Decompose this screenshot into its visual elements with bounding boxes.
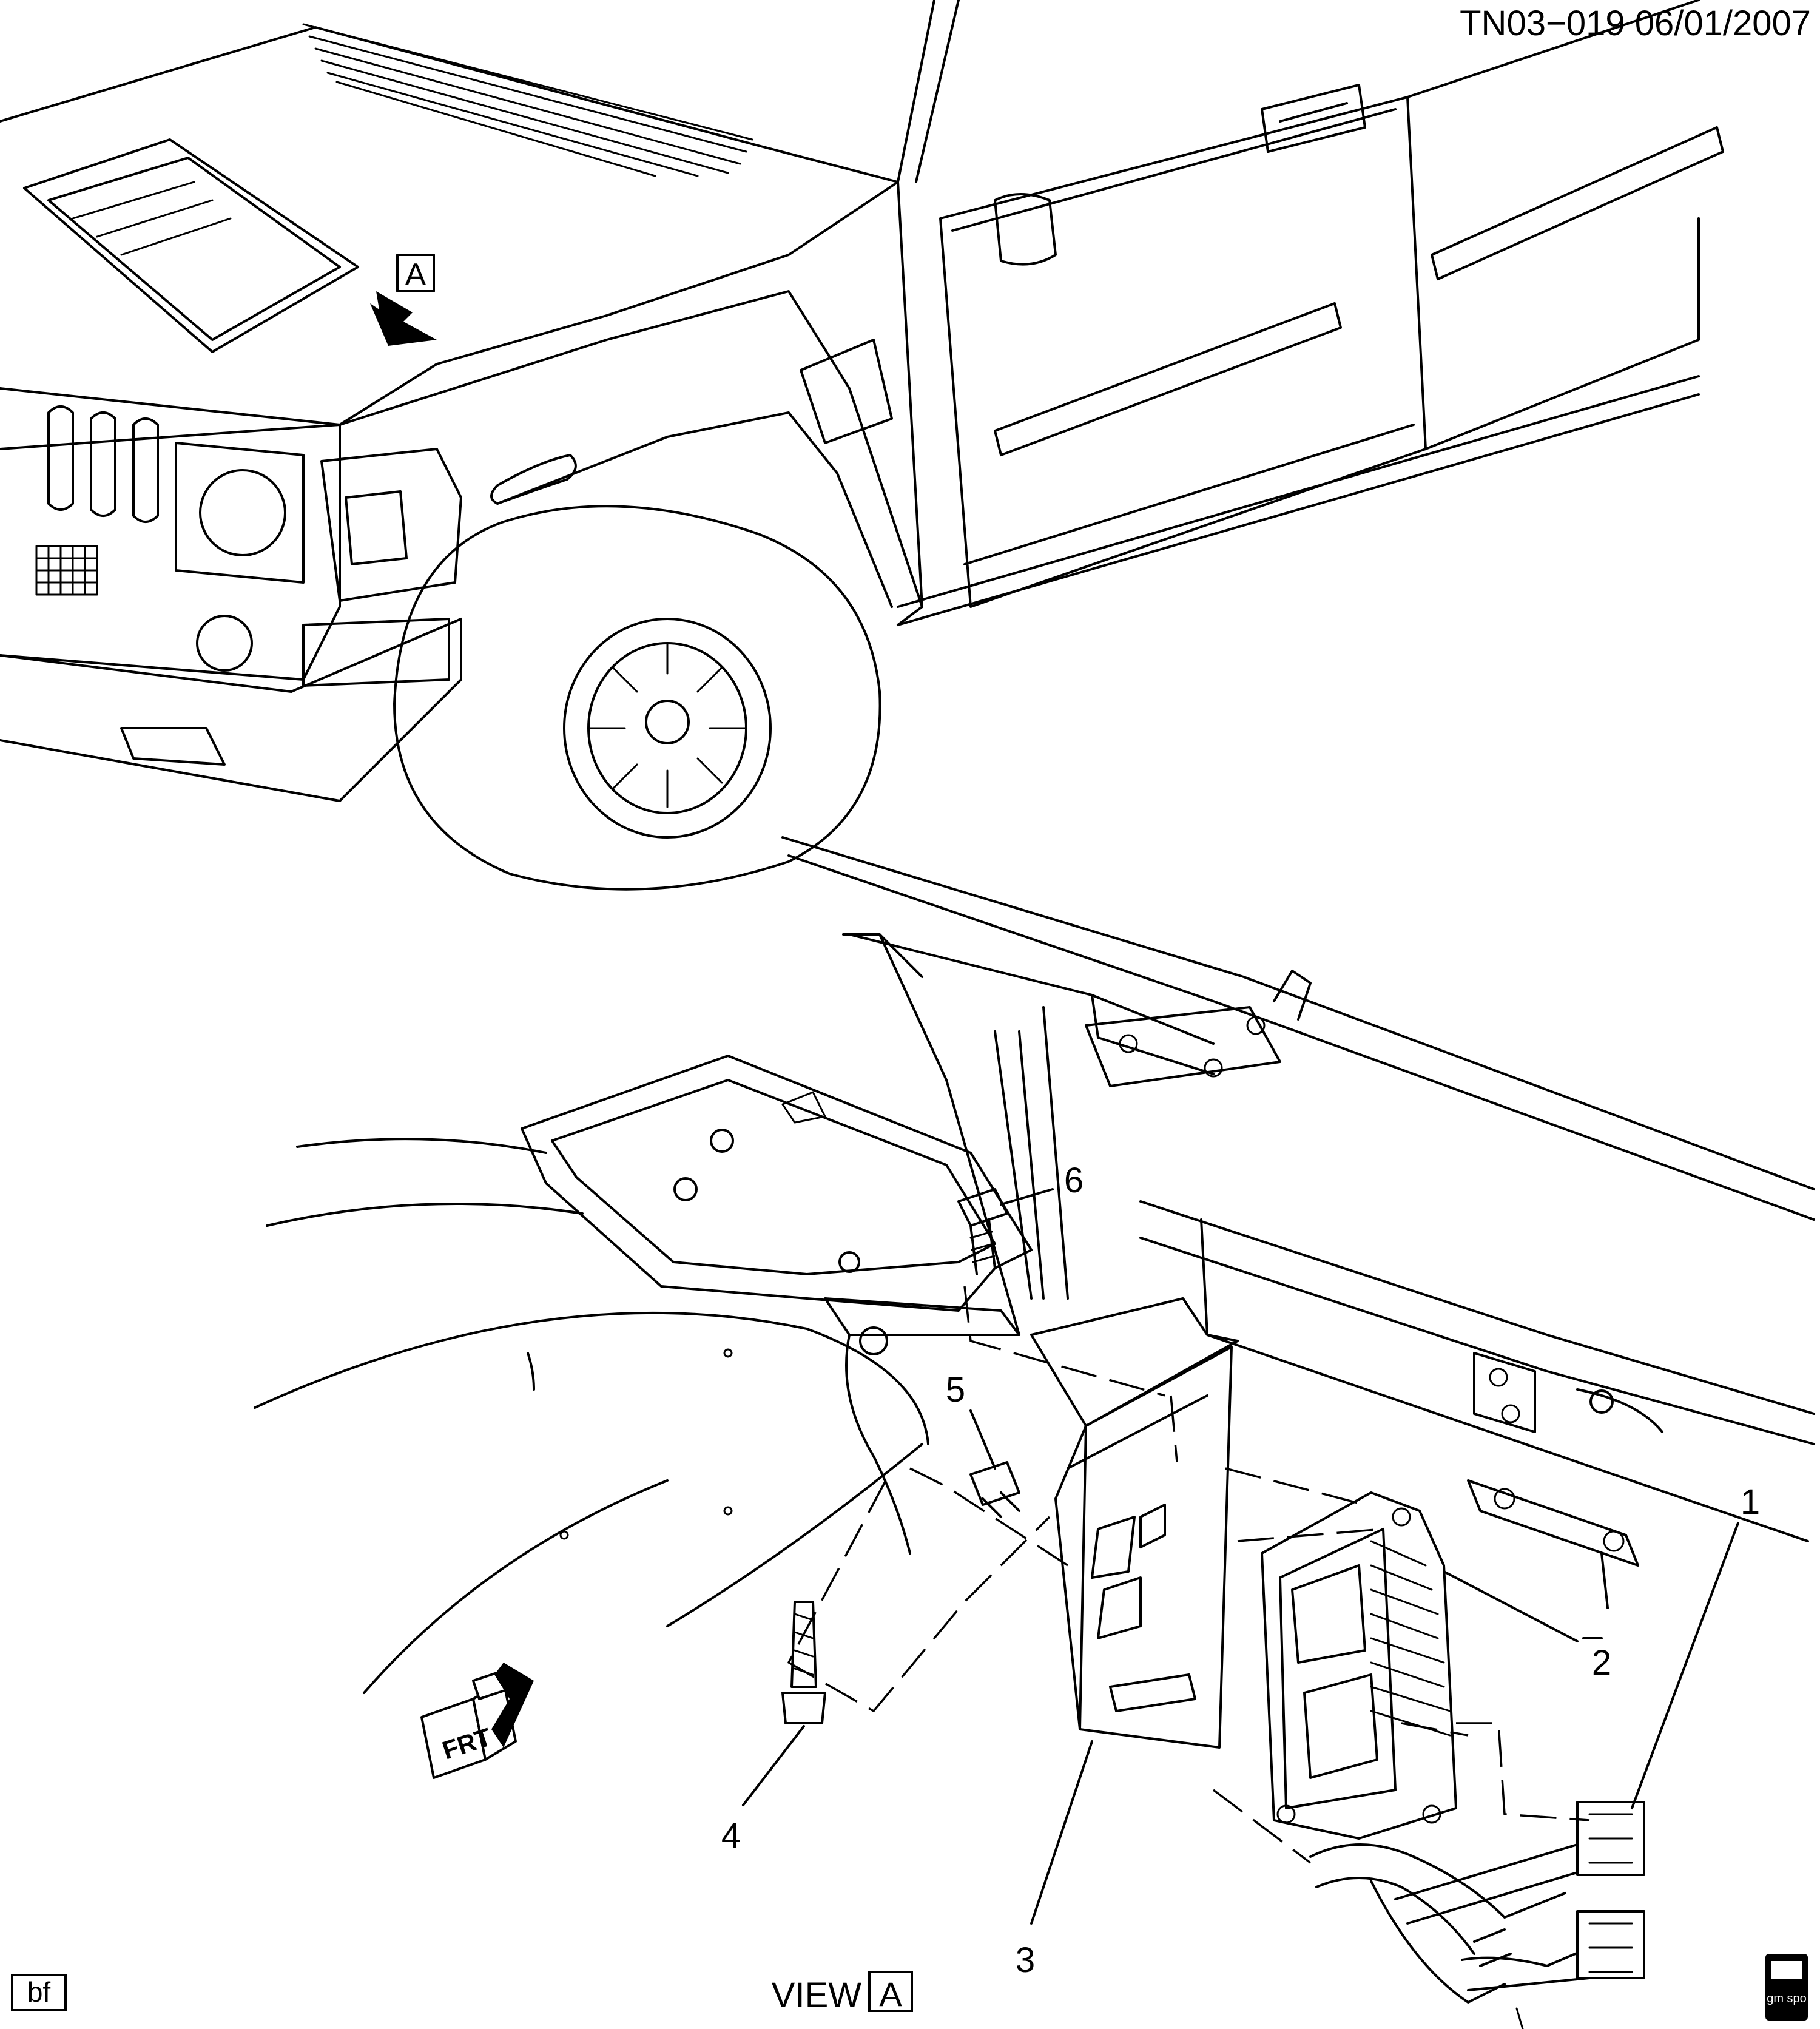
door-handle bbox=[1261, 84, 1366, 153]
ecm-mounting-bracket bbox=[1030, 1297, 1239, 1749]
gm-spo-logo: gm spo bbox=[1765, 1954, 1808, 2021]
callout-label-3: 3 bbox=[1016, 1940, 1035, 1980]
cowl-hatching bbox=[302, 23, 753, 177]
view-label-text: VIEW bbox=[772, 1976, 861, 2015]
callout-4: 4 bbox=[721, 1725, 805, 1855]
view-direction-arrow-icon bbox=[370, 291, 437, 346]
hood-scoop bbox=[23, 138, 359, 353]
frame-rail-upper bbox=[781, 836, 1815, 1221]
callout-1: 1 bbox=[1631, 1482, 1760, 1809]
vehicle-illustration: A bbox=[0, 0, 1724, 891]
retaining-clip bbox=[969, 1461, 1020, 1518]
grille-mesh bbox=[35, 545, 98, 596]
footer-view-label: VIEW A bbox=[772, 1971, 913, 2015]
callout-label-2: 2 bbox=[1592, 1643, 1611, 1683]
chassis-frame bbox=[254, 836, 1815, 1694]
view-label-letter: A bbox=[879, 1975, 902, 2013]
view-a-marker: A bbox=[370, 254, 437, 346]
callout-label-4: 4 bbox=[721, 1816, 741, 1855]
callout-2: 2 bbox=[1443, 1570, 1611, 1683]
callout-label-5: 5 bbox=[946, 1370, 965, 1409]
front-direction-indicator: FRT bbox=[420, 1663, 534, 1779]
callout-5: 5 bbox=[946, 1370, 996, 1470]
front-grille bbox=[0, 387, 341, 681]
front-fender bbox=[339, 290, 923, 626]
assembly-guide-lines bbox=[787, 1286, 1590, 1864]
frt-arrow-icon bbox=[491, 1663, 534, 1747]
left-tag-text: bf bbox=[27, 1976, 51, 2008]
door-outline bbox=[939, 96, 1427, 608]
a-pillar bbox=[897, 0, 960, 608]
rear-door-outline bbox=[1406, 0, 1700, 450]
footer-left-tag: bf bbox=[11, 1974, 67, 2011]
battery-tray bbox=[521, 1055, 1033, 1312]
callout-6: 6 bbox=[1000, 1161, 1084, 1206]
diagram-code: TN03−019 06/01/2007 bbox=[1460, 4, 1811, 43]
callout-3: 3 bbox=[1016, 1740, 1093, 1980]
callout-label-1: 1 bbox=[1741, 1482, 1760, 1522]
mounting-bolt bbox=[957, 1188, 1008, 1275]
side-marker bbox=[490, 454, 577, 505]
headlamp bbox=[175, 442, 305, 584]
hood-outline bbox=[0, 26, 899, 450]
ecm-module bbox=[1261, 1491, 1457, 1840]
frame-rail-lower bbox=[1139, 1200, 1815, 1445]
front-bumper bbox=[0, 618, 462, 802]
callout-label-6: 6 bbox=[1064, 1161, 1084, 1200]
wiring-harness bbox=[1309, 1801, 1645, 2029]
logo-text: gm spo bbox=[1767, 1992, 1807, 2005]
view-a-letter: A bbox=[405, 257, 426, 292]
front-wheel bbox=[393, 505, 881, 891]
